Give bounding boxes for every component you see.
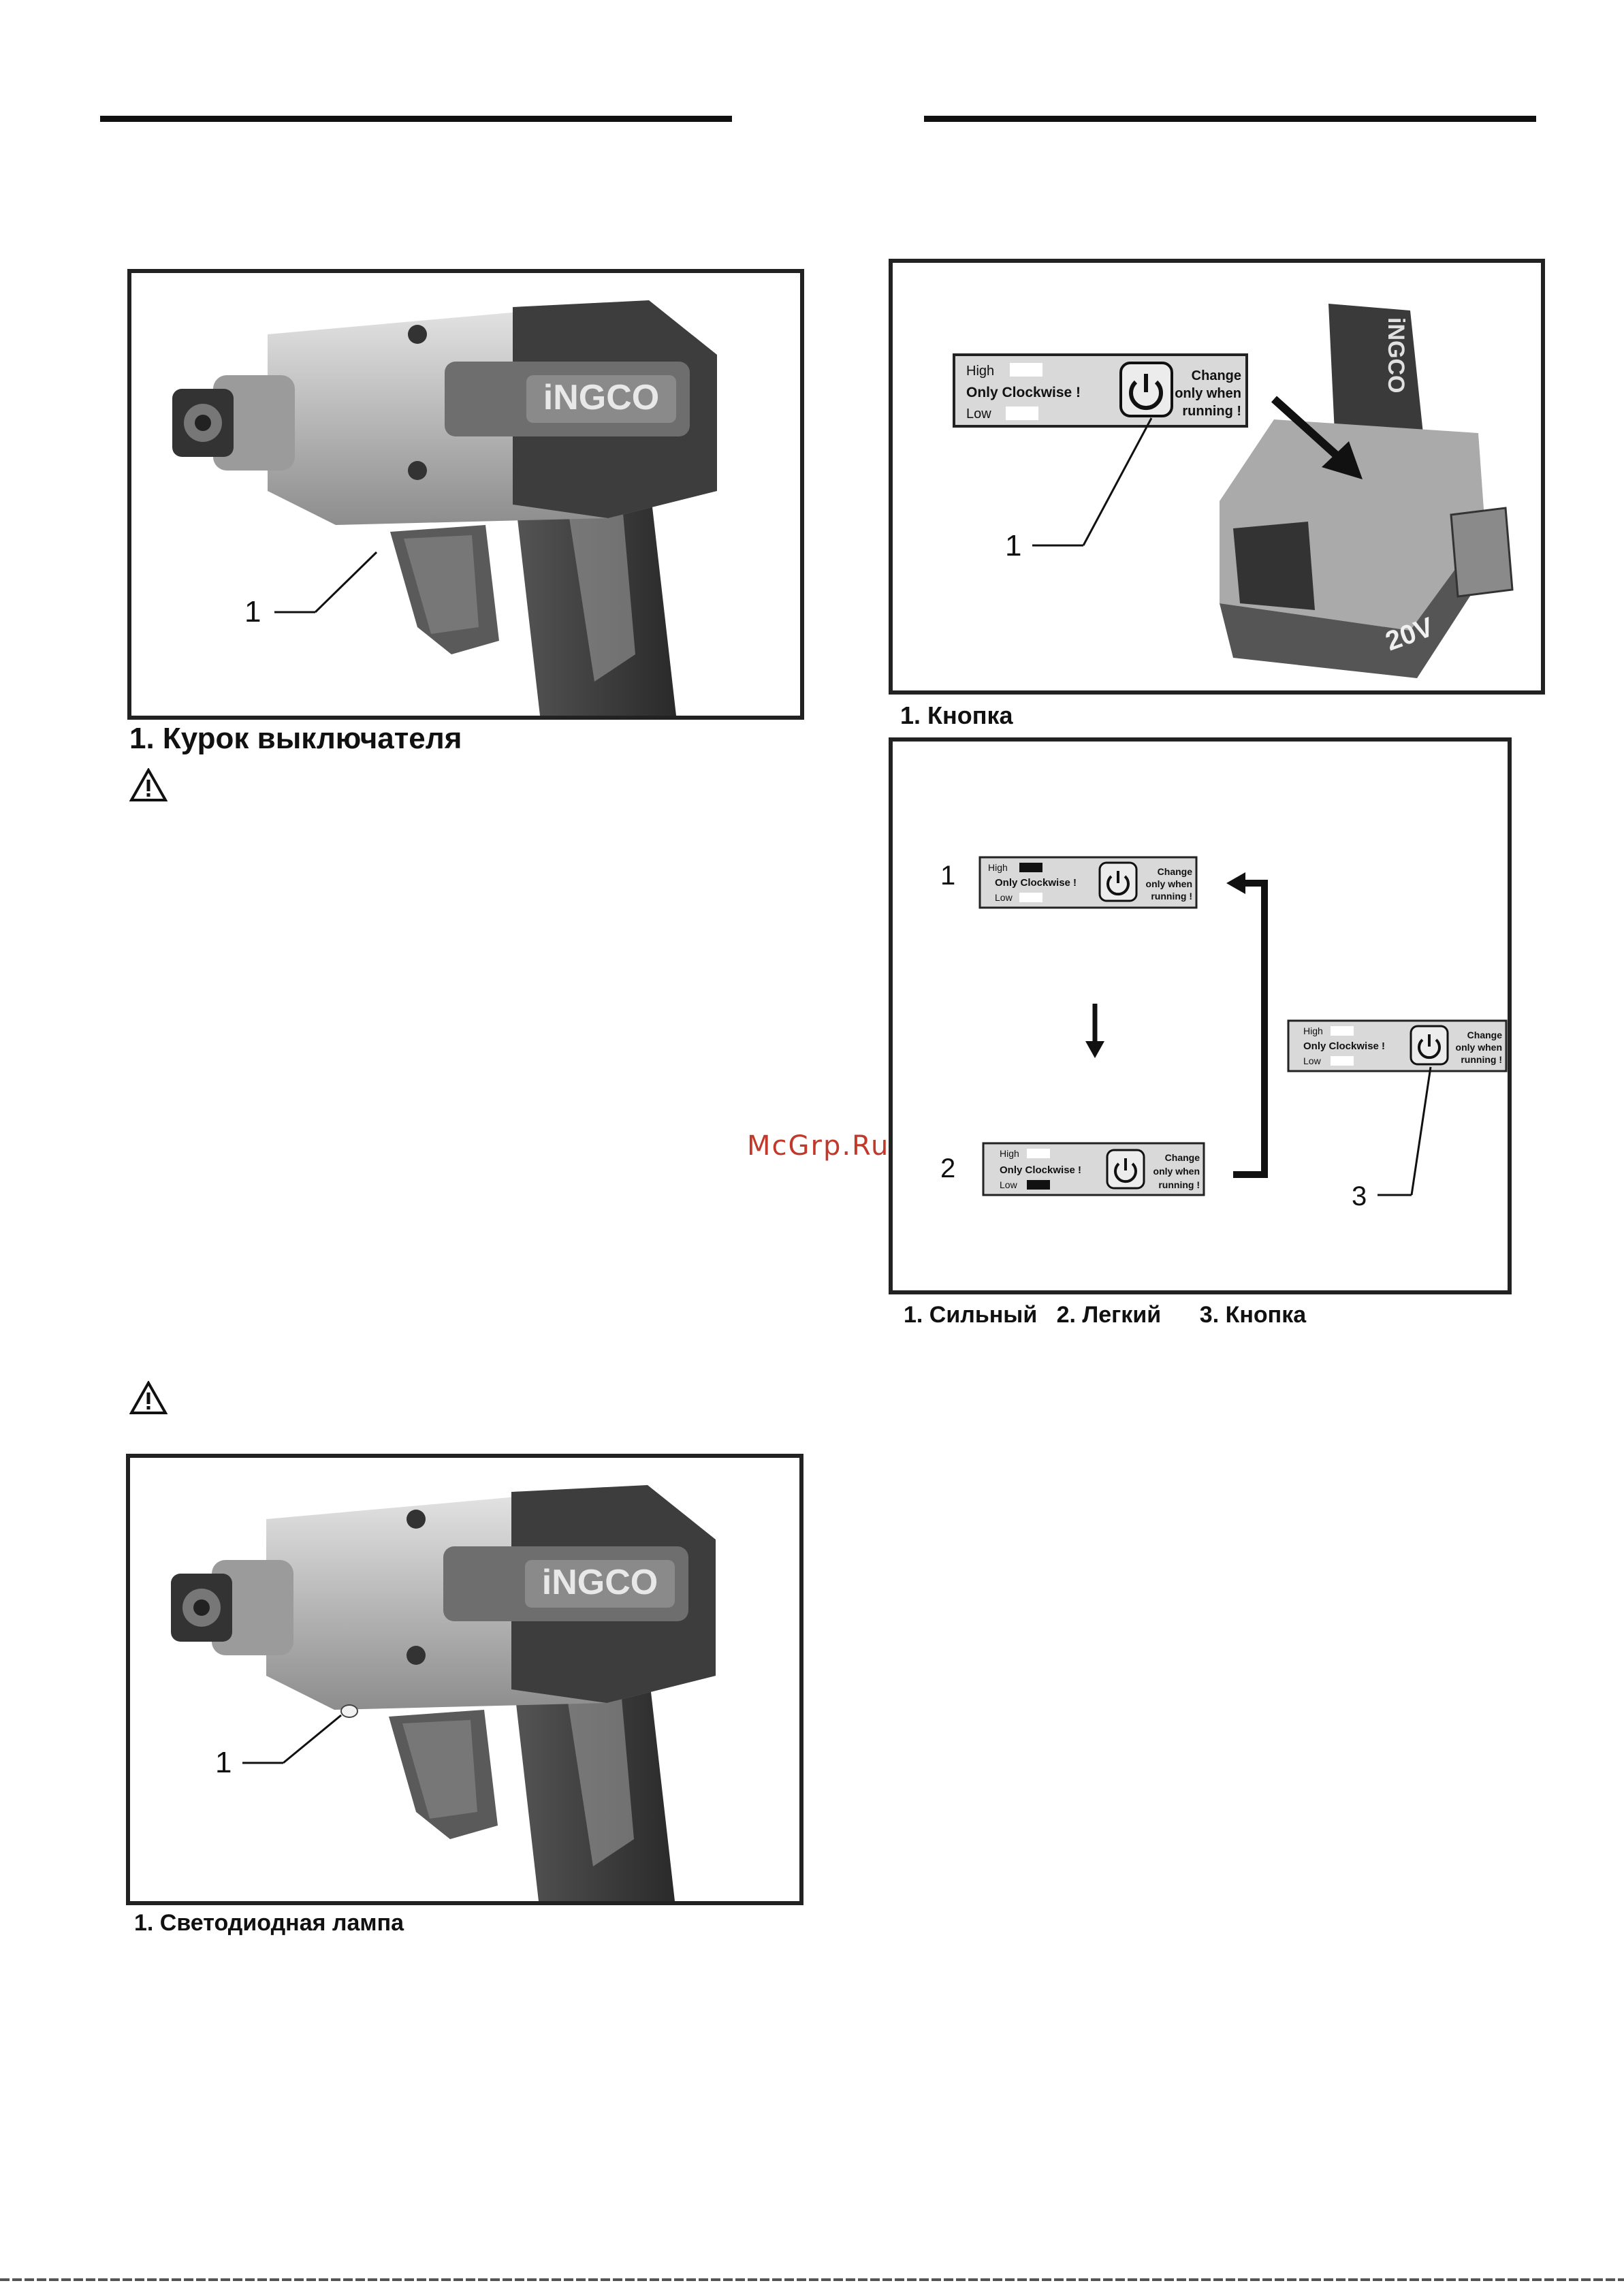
- svg-text:Only Clockwise !: Only Clockwise !: [1000, 1164, 1081, 1176]
- warning-icon-2: [129, 1381, 168, 1414]
- mode-diagram: High Only Clockwise ! Low Change only wh…: [940, 856, 1508, 1211]
- svg-text:Low: Low: [1000, 1179, 1018, 1190]
- label-change: Change: [1192, 368, 1241, 383]
- callout-1-fig3: 1: [940, 861, 955, 891]
- header-rule-right: [924, 116, 1536, 122]
- watermark: McGrp.Ru: [747, 1130, 890, 1162]
- label-high: High: [966, 364, 994, 379]
- svg-text:Change: Change: [1467, 1030, 1503, 1040]
- caption-trigger: 1. Курок выключателя: [129, 722, 462, 755]
- label-low: Low: [966, 407, 991, 421]
- figure-mode-switch: High Only Clockwise ! Low Change only wh…: [889, 737, 1512, 1294]
- callout-1-fig2: 1: [1005, 529, 1021, 562]
- svg-text:running !: running !: [1151, 891, 1192, 902]
- caption-led-lamp: 1. Светодиодная лампа: [134, 1910, 404, 1936]
- svg-text:running !: running !: [1158, 1179, 1200, 1190]
- drill-illustration: iNGCO 1: [172, 300, 717, 716]
- drill-illustration-2: iNGCO 1: [171, 1485, 716, 1901]
- callout-2-fig3: 2: [940, 1153, 955, 1183]
- svg-text:only when: only when: [1153, 1166, 1200, 1177]
- svg-text:High: High: [1000, 1148, 1019, 1159]
- mode-label-button: High Only Clockwise ! Low Change only wh…: [1287, 1019, 1508, 1072]
- caption-button: 1. Кнопка: [900, 701, 1013, 729]
- label-running: running !: [1182, 404, 1241, 419]
- power-icon: [1129, 374, 1163, 411]
- led-lamp: [340, 1704, 358, 1718]
- button-illustration: High Only Clockwise ! Low Change only wh…: [953, 304, 1514, 678]
- warning-icon: [129, 768, 168, 801]
- loop-arrow-icon: [1226, 872, 1268, 1178]
- svg-text:High: High: [1303, 1025, 1323, 1036]
- mode-label-high: High Only Clockwise ! Low Change only wh…: [978, 856, 1198, 909]
- svg-text:Only Clockwise !: Only Clockwise !: [995, 877, 1077, 889]
- figure-trigger: iNGCO 1: [127, 269, 804, 720]
- svg-text:Change: Change: [1158, 866, 1193, 877]
- label-only-clockwise: Only Clockwise !: [966, 385, 1081, 400]
- svg-text:Low: Low: [1303, 1055, 1322, 1066]
- svg-text:Low: Low: [995, 892, 1013, 903]
- mode-label-low: High Only Clockwise ! Low Change only wh…: [982, 1142, 1205, 1196]
- callout-1-fig1: 1: [244, 595, 261, 628]
- header-rule-left: [100, 116, 732, 122]
- svg-text:Change: Change: [1165, 1152, 1200, 1163]
- callout-3-fig3: 3: [1352, 1181, 1367, 1211]
- svg-text:only when: only when: [1456, 1042, 1502, 1053]
- label-only-when: only when: [1175, 386, 1241, 401]
- callout-1-fig4: 1: [215, 1746, 232, 1779]
- footer-divider: [0, 2278, 1624, 2281]
- figure-led-lamp: iNGCO 1: [126, 1454, 803, 1905]
- brand-logo-4: iNGCO: [542, 1563, 658, 1602]
- svg-text:only when: only when: [1146, 878, 1192, 889]
- caption-mode-switch: 1. Сильный 2. Легкий 3. Кнопка: [904, 1302, 1307, 1328]
- arrow-down-icon: [1085, 1004, 1104, 1058]
- svg-text:Only Clockwise !: Only Clockwise !: [1303, 1040, 1385, 1052]
- brand-logo-1: iNGCO: [543, 378, 659, 417]
- brand-logo-2: iNGCO: [1383, 317, 1409, 393]
- figure-button: High Only Clockwise ! Low Change only wh…: [889, 259, 1545, 695]
- svg-text:High: High: [988, 862, 1008, 873]
- svg-text:running !: running !: [1461, 1054, 1502, 1065]
